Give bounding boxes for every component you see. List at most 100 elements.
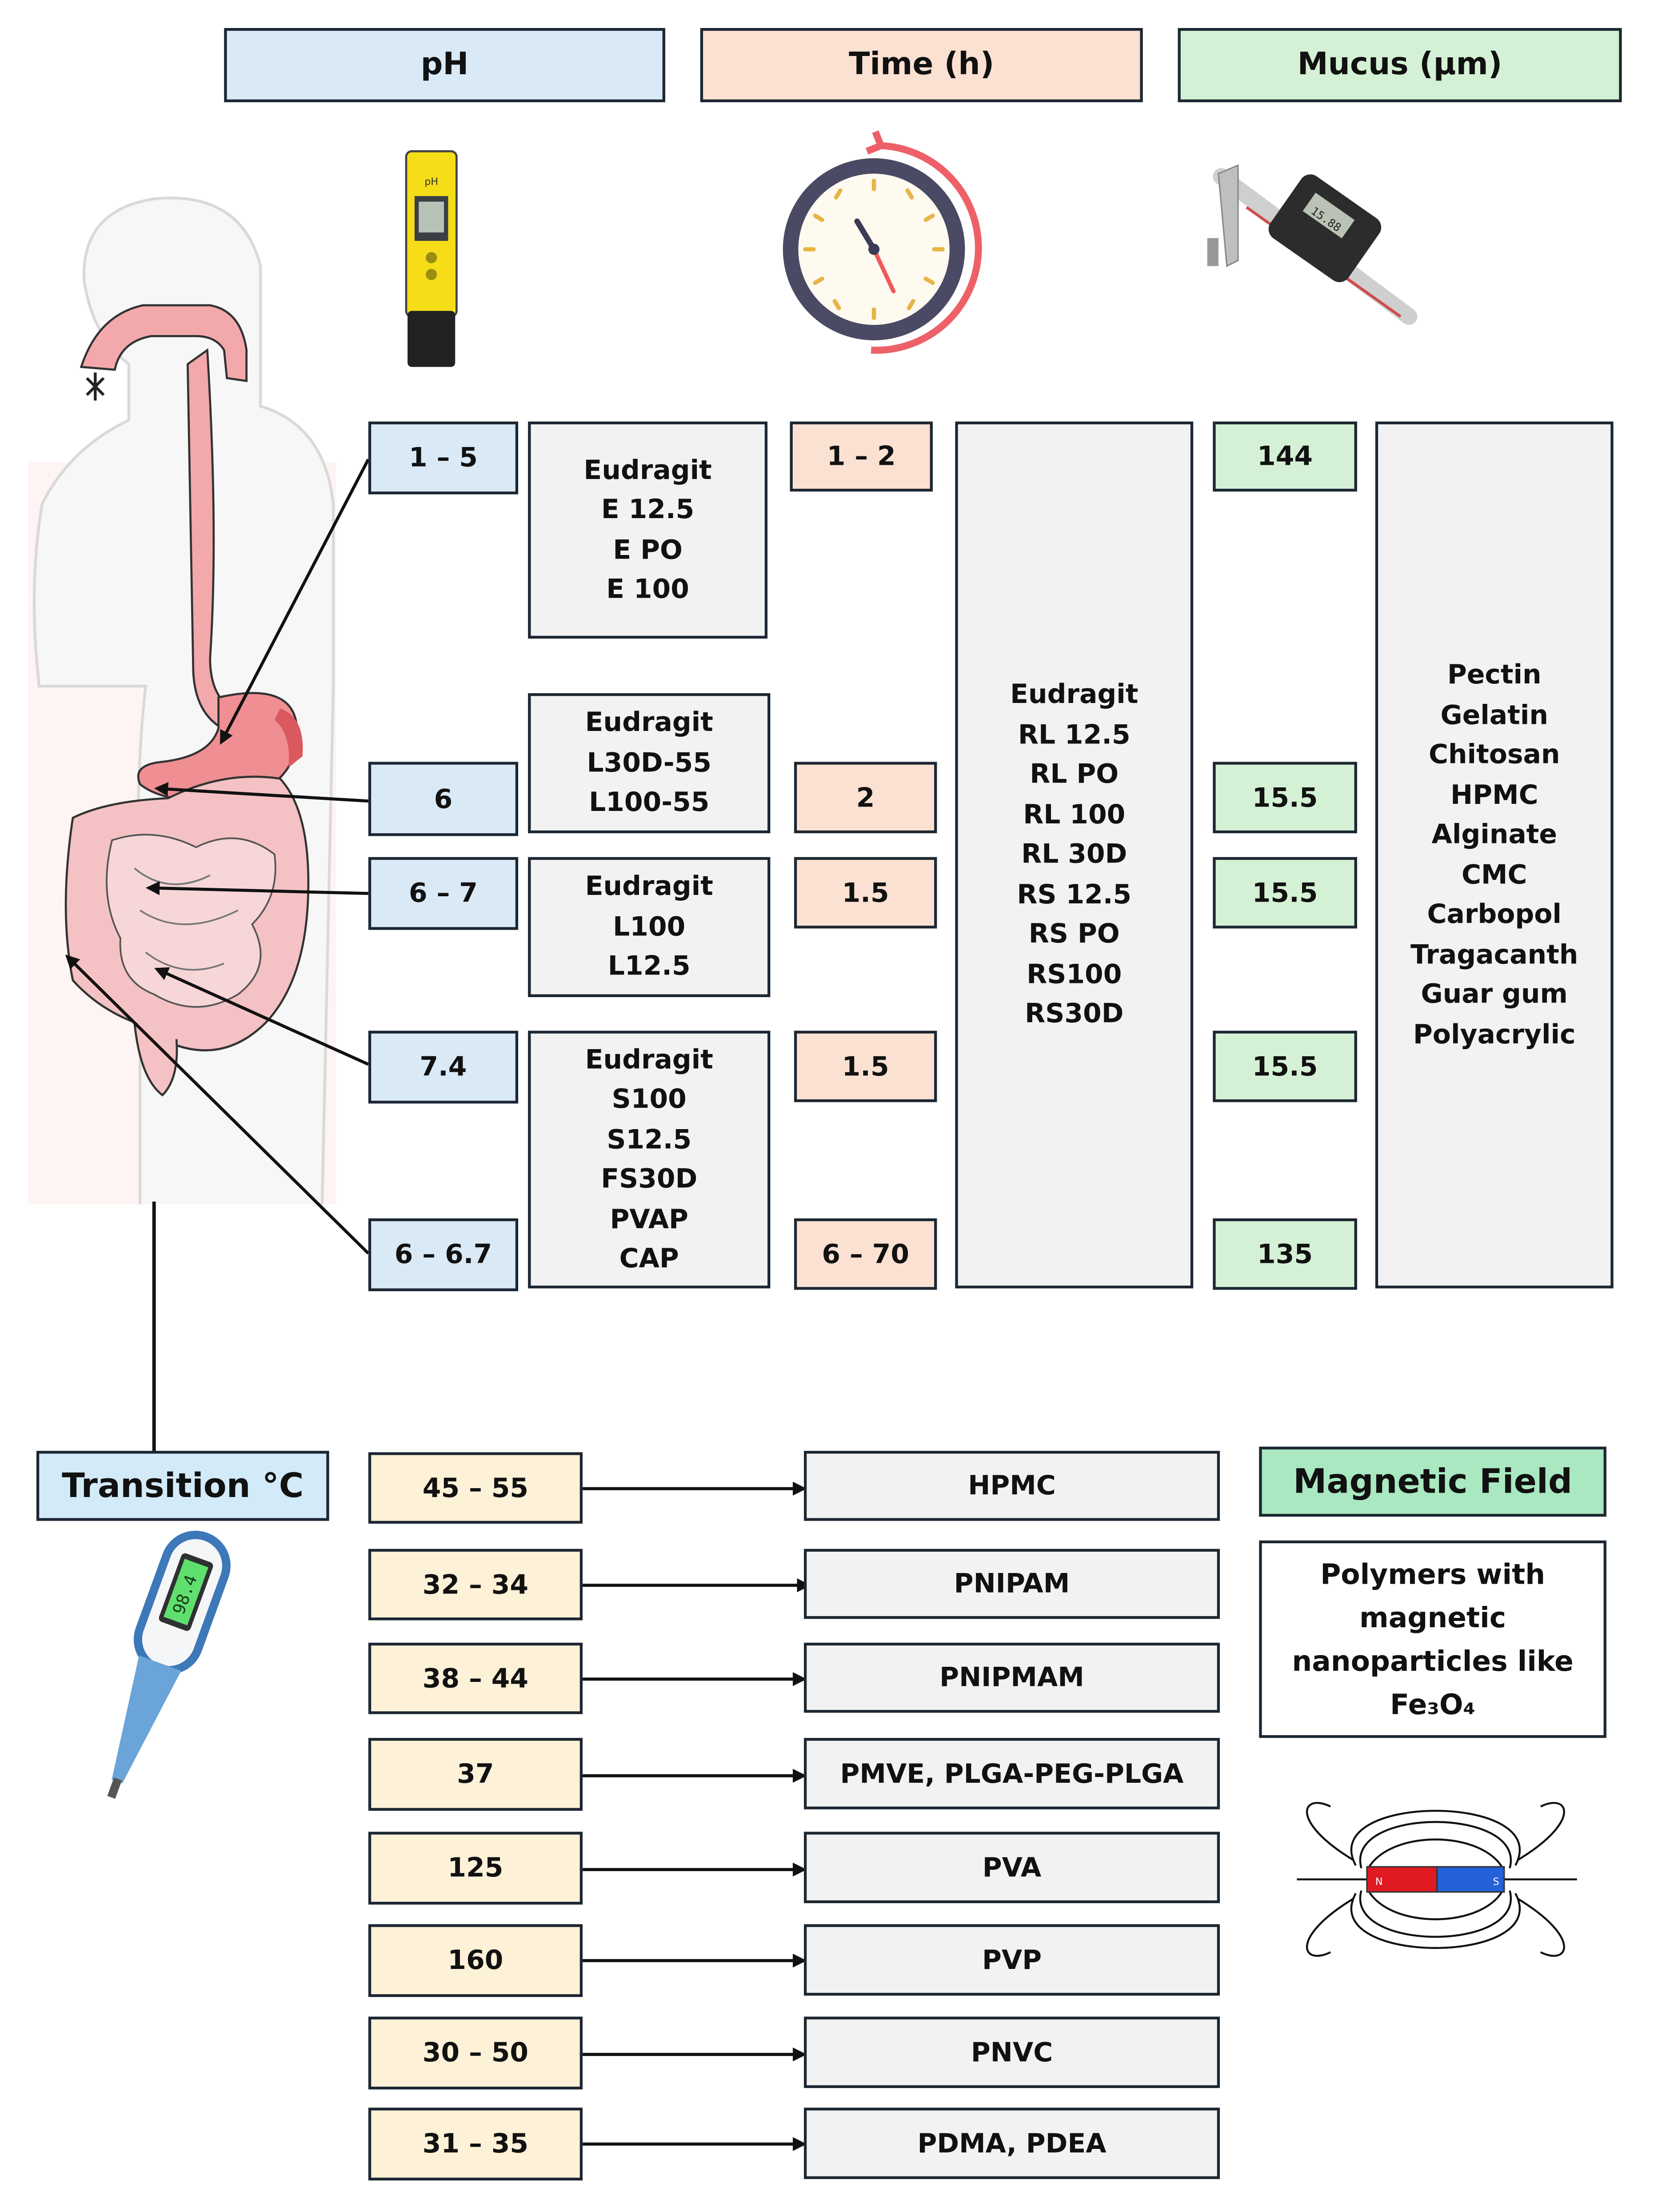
polymer-name: Eudragit: [583, 454, 712, 486]
polymer-name: Guar gum: [1421, 978, 1568, 1010]
polymer-name: E 12.5: [601, 494, 695, 525]
polymer-name: Eudragit: [585, 1044, 713, 1075]
polymer-name: RL PO: [1030, 759, 1119, 791]
ph-value-stomach: 1 – 5: [368, 421, 519, 495]
transition-temp-text: 45 – 55: [422, 1472, 529, 1504]
header-time-label: Time (h): [849, 48, 995, 83]
polymer-name: Pectin: [1447, 659, 1542, 691]
ph-value-duodenum: 6: [368, 762, 519, 836]
transition-temp-text: 38 – 44: [422, 1663, 529, 1694]
transition-temp-row-5: 125: [368, 1832, 583, 1905]
polymer-name: Eudragit: [1010, 679, 1139, 711]
mucus-polymer-group: Pectin Gelatin Chitosan HPMC Alginate CM…: [1375, 421, 1614, 1289]
transition-polymer-row-4: PMVE, PLGA-PEG-PLGA: [804, 1738, 1220, 1809]
transition-polymer-row-2: PNIPAM: [804, 1549, 1220, 1619]
transition-temp-row-7: 30 – 50: [368, 2016, 583, 2090]
ph-polymer-group-eudragit-l100: Eudragit L100 L12.5: [528, 857, 771, 997]
polymer-name: Eudragit: [585, 871, 713, 902]
ph-value-colon: 6 – 6.7: [368, 1218, 519, 1291]
header-ph-label: pH: [420, 48, 469, 83]
ph-value-text: 6 – 7: [408, 878, 478, 909]
transition-polymer-text: PDMA, PDEA: [917, 2128, 1107, 2159]
mucus-value-duodenum: 15.5: [1213, 762, 1357, 834]
polymer-name: CAP: [619, 1243, 679, 1274]
ph-polymer-group-eudragit-e: Eudragit E 12.5 E PO E 100: [528, 421, 768, 639]
polymer-name: RS 12.5: [1017, 879, 1132, 910]
transition-polymer-text: PVP: [982, 1944, 1042, 1976]
ph-value-text: 6 – 6.7: [394, 1239, 492, 1270]
polymer-name: HPMC: [1450, 779, 1538, 811]
mucus-value-ileum: 15.5: [1213, 1030, 1357, 1102]
time-value-colon: 6 – 70: [794, 1218, 937, 1290]
transition-polymer-row-6: PVP: [804, 1924, 1220, 1996]
transition-polymer-row-7: PNVC: [804, 2016, 1220, 2088]
polymer-name: Chitosan: [1428, 739, 1560, 771]
polymer-name: Alginate: [1431, 819, 1558, 850]
polymer-name: E 100: [606, 574, 689, 605]
time-value-duodenum: 2: [794, 762, 937, 834]
transition-temp-row-6: 160: [368, 1924, 583, 1997]
time-value-text: 1.5: [842, 1051, 889, 1082]
mucus-value-jejunum: 15.5: [1213, 857, 1357, 929]
magnetic-text-line: Polymers with: [1320, 1557, 1546, 1590]
time-value-ileum: 1.5: [794, 1030, 937, 1102]
polymer-name: CMC: [1461, 859, 1527, 890]
transition-temp-row-1: 45 – 55: [368, 1452, 583, 1524]
polymer-name: Polyacrylic: [1413, 1018, 1576, 1050]
ph-value-text: 7.4: [419, 1051, 467, 1083]
polymer-name: RL 12.5: [1018, 719, 1131, 751]
polymer-name: RS100: [1027, 959, 1122, 990]
ph-value-jejunum: 6 – 7: [368, 857, 519, 930]
polymer-name: L12.5: [607, 951, 691, 982]
time-value-text: 1 – 2: [827, 441, 896, 472]
magnetic-text-line: magnetic: [1359, 1600, 1506, 1634]
polymer-name: RL 100: [1023, 799, 1126, 830]
magnetic-text-line: Fe₃O₄: [1390, 1687, 1476, 1721]
time-value-text: 1.5: [842, 877, 889, 908]
transition-temp-text: 125: [447, 1853, 503, 1884]
ph-value-ileum: 7.4: [368, 1030, 519, 1104]
time-value-jejunum: 1.5: [794, 857, 937, 929]
header-magnetic-field: Magnetic Field: [1259, 1446, 1606, 1517]
transition-polymer-row-8: PDMA, PDEA: [804, 2108, 1220, 2179]
mucus-value-text: 15.5: [1252, 1051, 1318, 1082]
polymer-name: PVAP: [610, 1203, 688, 1235]
transition-polymer-row-1: HPMC: [804, 1451, 1220, 1521]
transition-polymer-text: PNIPAM: [954, 1568, 1070, 1600]
header-magnetic-label: Magnetic Field: [1293, 1462, 1573, 1501]
transition-polymer-row-5: PVA: [804, 1832, 1220, 1904]
magnet-south-label: S: [1493, 1877, 1499, 1888]
mucus-value-colon: 135: [1213, 1218, 1357, 1290]
header-transition: Transition °C: [36, 1451, 329, 1521]
polymer-name: RL 30D: [1021, 839, 1127, 870]
transition-polymer-text: PMVE, PLGA-PEG-PLGA: [840, 1758, 1184, 1789]
polymer-name: RS PO: [1028, 919, 1120, 950]
polymer-name: L30D-55: [587, 747, 712, 779]
transition-temp-text: 32 – 34: [422, 1569, 529, 1600]
transition-temp-row-2: 32 – 34: [368, 1549, 583, 1621]
transition-temp-row-8: 31 – 35: [368, 2108, 583, 2181]
transition-polymer-text: PNIPMAM: [939, 1662, 1084, 1693]
time-polymer-group-eudragit-rl-rs: Eudragit RL 12.5 RL PO RL 100 RL 30D RS …: [955, 421, 1194, 1289]
header-transition-label: Transition °C: [62, 1466, 304, 1505]
transition-temp-text: 37: [457, 1759, 494, 1790]
polymer-name: FS30D: [601, 1163, 698, 1195]
polymer-name: L100: [613, 911, 686, 942]
transition-temp-row-4: 37: [368, 1738, 583, 1811]
header-ph: pH: [224, 28, 666, 103]
header-mucus: Mucus (µm): [1178, 28, 1622, 103]
transition-polymer-text: PVA: [982, 1852, 1042, 1883]
header-time: Time (h): [700, 28, 1143, 103]
polymer-name: E PO: [613, 534, 683, 565]
ph-meter-screen-label: pH: [424, 176, 438, 188]
magnet-north-label: N: [1375, 1877, 1383, 1888]
polymer-name: Carbopol: [1427, 899, 1562, 930]
time-value-text: 6 – 70: [822, 1238, 909, 1270]
transition-polymer-row-3: PNIPMAM: [804, 1642, 1220, 1713]
header-mucus-label: Mucus (µm): [1297, 48, 1502, 83]
mucus-value-text: 15.5: [1252, 782, 1318, 813]
thermometer-display: 98.4: [169, 1572, 201, 1617]
polymer-name: S12.5: [607, 1124, 692, 1155]
transition-temp-text: 30 – 50: [422, 2037, 529, 2068]
time-value-stomach: 1 – 2: [790, 421, 933, 492]
